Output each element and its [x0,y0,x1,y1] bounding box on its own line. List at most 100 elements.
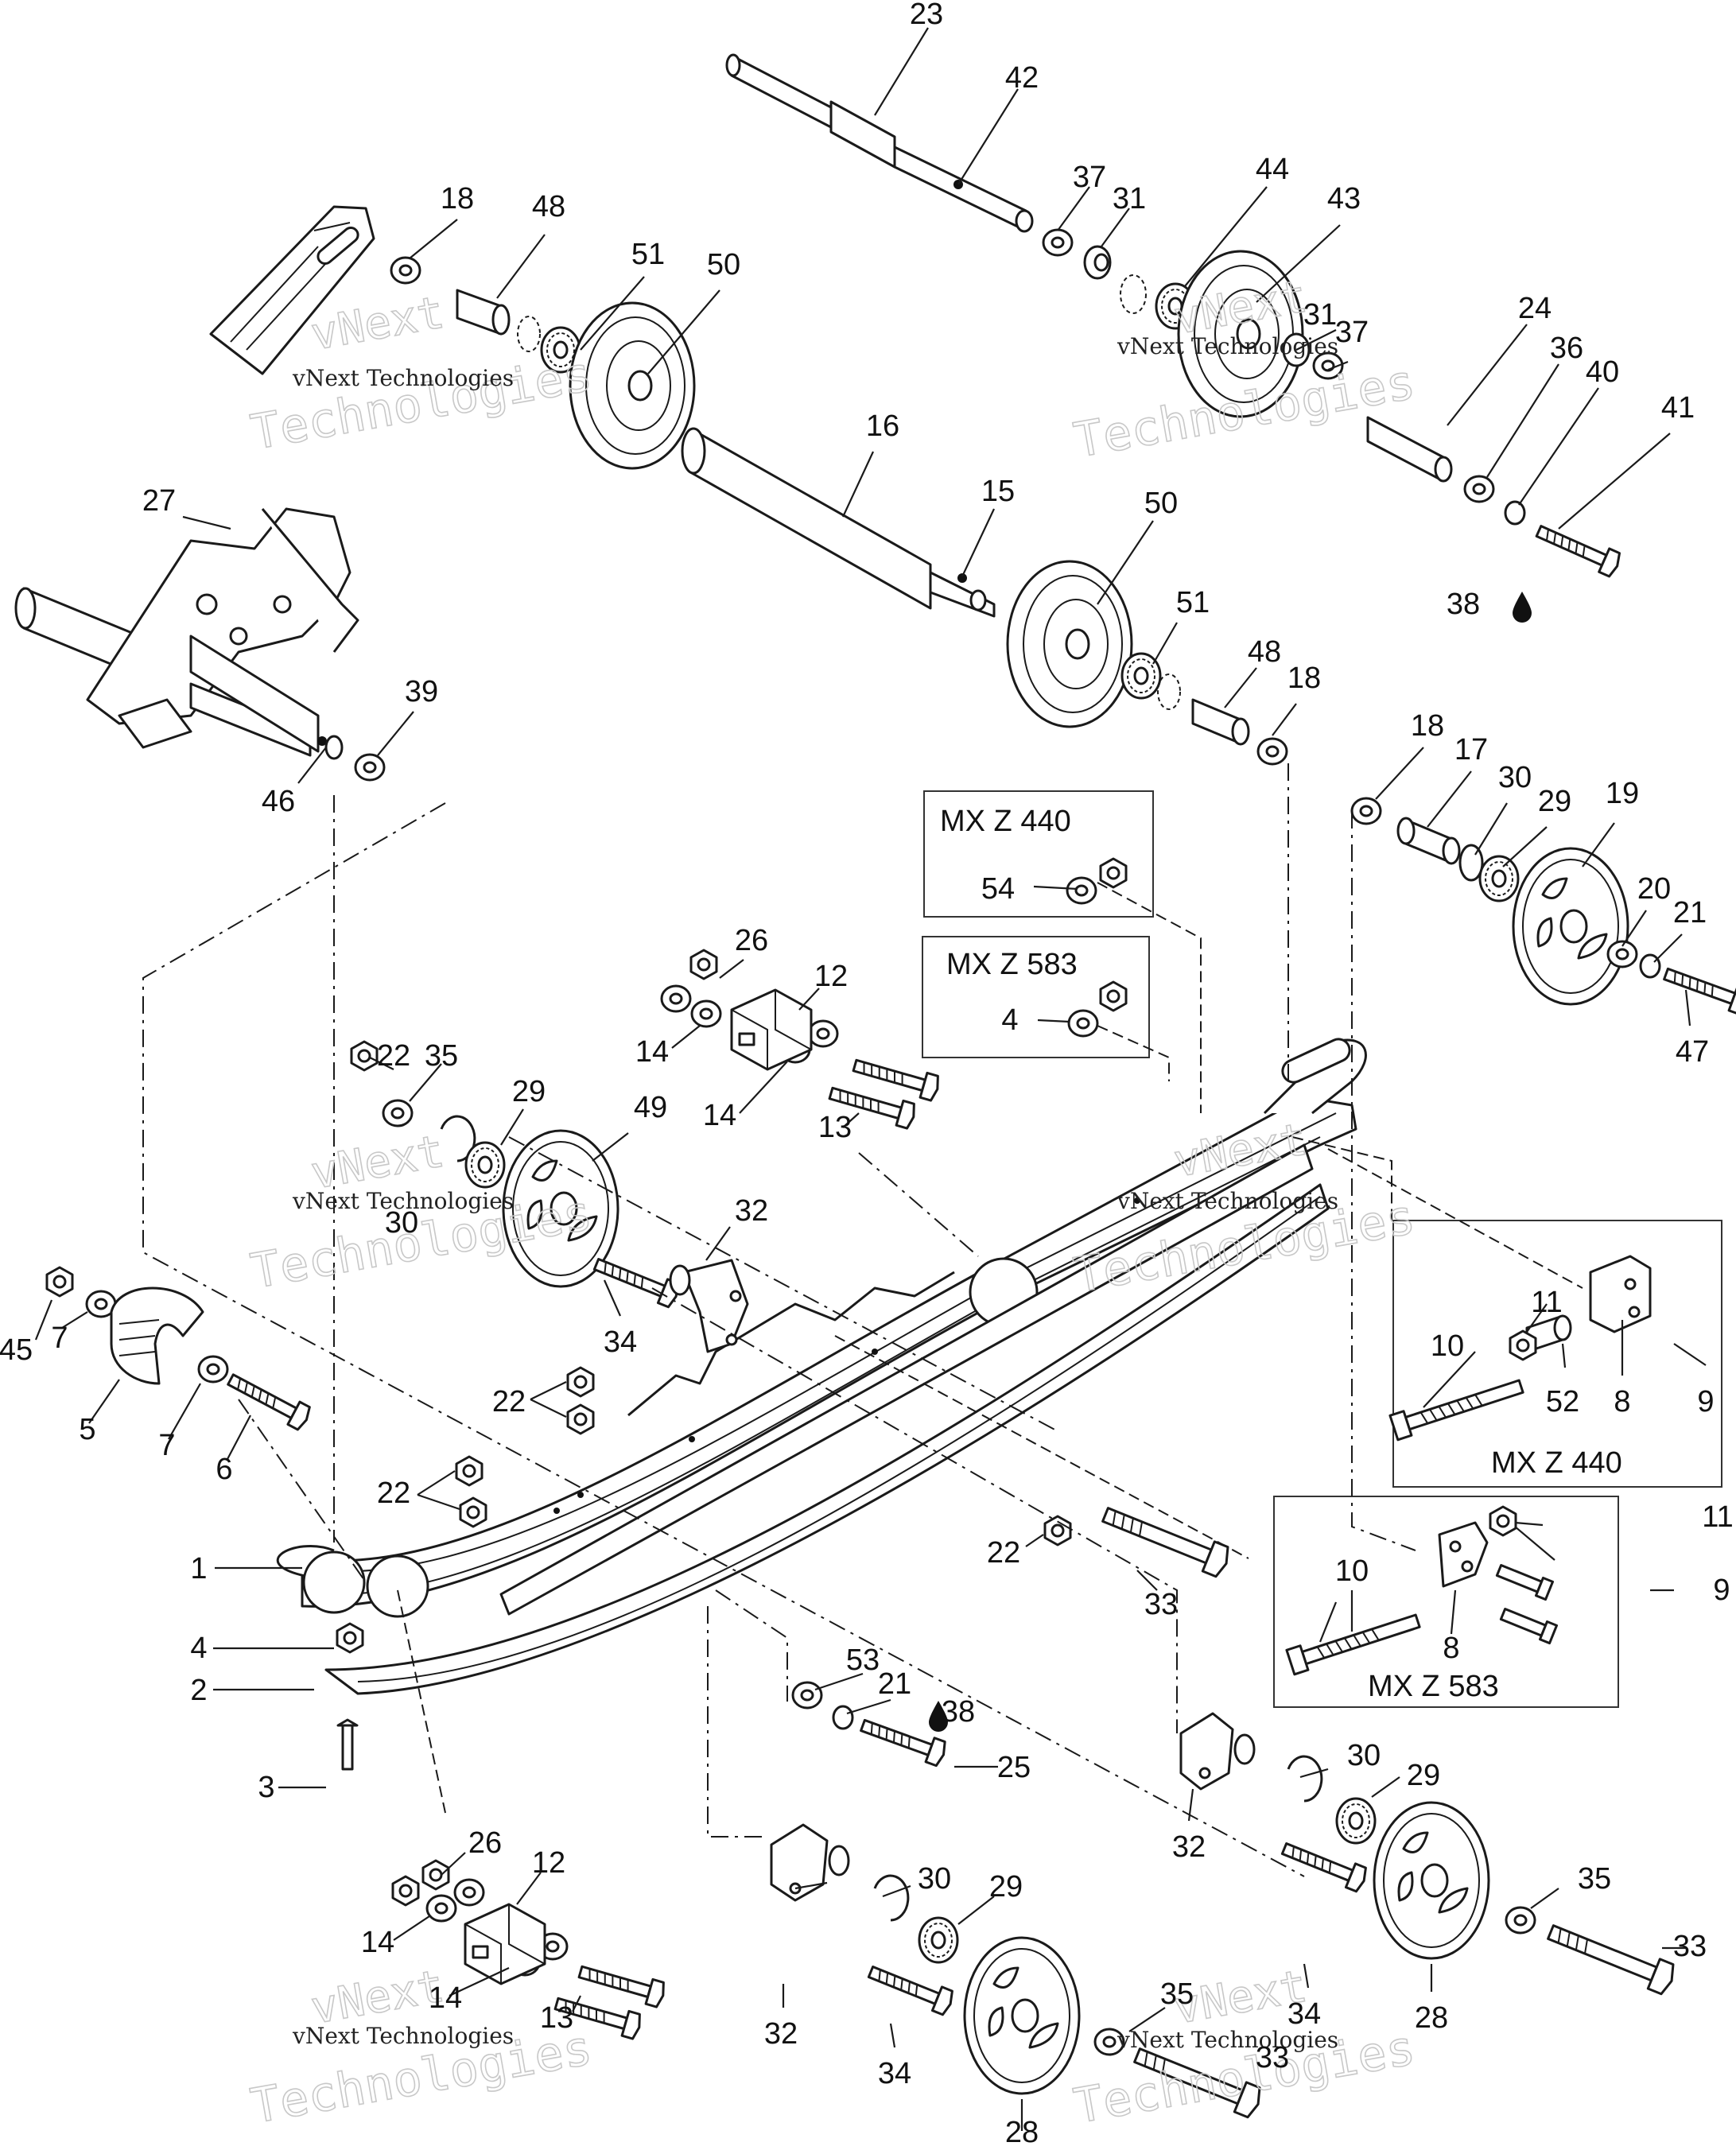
washer-37a [1042,228,1074,257]
callout-10: 10 [1335,1554,1369,1588]
callout-50: 50 [707,248,740,281]
washer-39 [354,753,386,782]
callout-15: 15 [981,475,1015,508]
nut-22b [566,1366,595,1435]
washer-18b [1256,737,1288,766]
bearing-29d [918,1916,959,1964]
variant-box-583-top: MX Z 583 [922,936,1150,1058]
washer-18a [390,256,421,285]
spacer-48b [1191,698,1250,746]
washer-18c [1350,797,1382,825]
screw-3 [336,1718,359,1771]
clip-51b [1157,673,1181,710]
shaft-16 [681,427,996,618]
callout-36: 36 [1550,332,1583,365]
callout-29: 29 [512,1075,546,1108]
svg-text:vNext Technologies: vNext Technologies [292,365,514,391]
variant-label: MX Z 583 [1368,1670,1499,1703]
callout-21: 21 [1673,896,1707,929]
callout-22: 22 [377,1477,410,1510]
callout-21: 21 [878,1667,911,1701]
callout-45: 45 [0,1333,33,1367]
callout-28: 28 [1005,2116,1039,2149]
assembly-centerlines [142,763,1583,1877]
callout-40: 40 [1586,355,1619,389]
callout-18: 18 [1411,709,1444,743]
washer-7b [197,1355,229,1384]
callout-32: 32 [764,2017,798,2051]
callout-22: 22 [492,1385,526,1418]
callout-39: 39 [405,675,438,708]
nut-22a [350,1040,379,1072]
callout-47: 47 [1676,1035,1709,1069]
bolt-34c [864,1958,957,2017]
wheel-50b [1006,560,1133,728]
washer-14a [660,984,722,1028]
callout-14: 14 [635,1035,669,1069]
callout-34: 34 [604,1325,637,1359]
variant-box-583-right: MX Z 583 [1273,1496,1619,1708]
rail-bracket-top [209,205,375,375]
callout-4: 4 [190,1632,207,1665]
callout-28: 28 [1415,2001,1448,2035]
callout-31: 31 [1113,182,1146,215]
bolt-13a [850,1052,942,1103]
callout-14: 14 [703,1099,736,1132]
callout-30: 30 [1498,761,1532,794]
callout-22: 22 [377,1039,410,1073]
callout-30: 30 [385,1206,418,1240]
nut-22c [455,1455,487,1528]
callout-42: 42 [1005,61,1039,95]
callout-13: 13 [818,1111,852,1144]
callout-32: 32 [735,1194,768,1228]
callout-37: 37 [1073,161,1106,194]
callout-5: 5 [79,1413,95,1446]
callout-46: 46 [262,785,295,818]
variant-box-440-top: MX Z 440 [923,790,1154,918]
callout-38: 38 [1447,588,1480,621]
callout-48: 48 [532,190,565,223]
svg-text:vNext Technologies: vNext Technologies [1117,333,1338,359]
callout-8: 8 [1443,1632,1459,1665]
wheel-28a [1373,1801,1490,1960]
callout-53: 53 [846,1644,880,1677]
spacer-17 [1396,817,1461,865]
callout-48: 48 [1248,635,1281,669]
bolt-41 [1532,518,1624,580]
callout-34: 34 [878,2057,911,2090]
wheel-19 [1512,847,1629,1006]
callout-17: 17 [1454,733,1488,766]
callout-24: 24 [1518,292,1552,325]
callout-18: 18 [441,182,474,215]
callout-52: 52 [1546,1385,1579,1418]
variant-label: MX Z 583 [946,948,1078,981]
lubrication-point-dot [957,573,967,583]
bearing-29b [464,1141,506,1189]
callout-35: 35 [1578,1862,1611,1896]
callout-50: 50 [1144,487,1178,520]
arm-27 [14,507,359,757]
callout-27: 27 [142,484,176,518]
variant-label: MX Z 440 [1491,1446,1622,1480]
callout-4: 4 [1001,1003,1018,1037]
axle-mount-32c [770,1823,850,1902]
svg-text:vNext Technologies: vNext Technologies [1117,2027,1338,2053]
callout-54: 54 [981,872,1015,906]
oil-drop-icon [1513,592,1532,623]
callout-38: 38 [942,1695,975,1729]
spacer-24 [1366,416,1453,483]
oil-drop-icon [929,1701,948,1732]
svg-text:vNext Technologies: vNext Technologies [292,1188,514,1214]
nut-22d [1043,1515,1072,1547]
callout-6: 6 [216,1453,232,1486]
wheel-28b [963,1936,1081,2095]
washer-53 [791,1681,823,1710]
callout-35: 35 [1160,1977,1194,2011]
clip-30a [1458,844,1484,882]
shaft-23 [725,53,1034,233]
bolt-6 [223,1367,314,1433]
callout-44: 44 [1256,153,1289,186]
callout-33: 33 [1144,1588,1178,1621]
callout-2: 2 [190,1674,207,1707]
callout-22: 22 [987,1536,1020,1570]
